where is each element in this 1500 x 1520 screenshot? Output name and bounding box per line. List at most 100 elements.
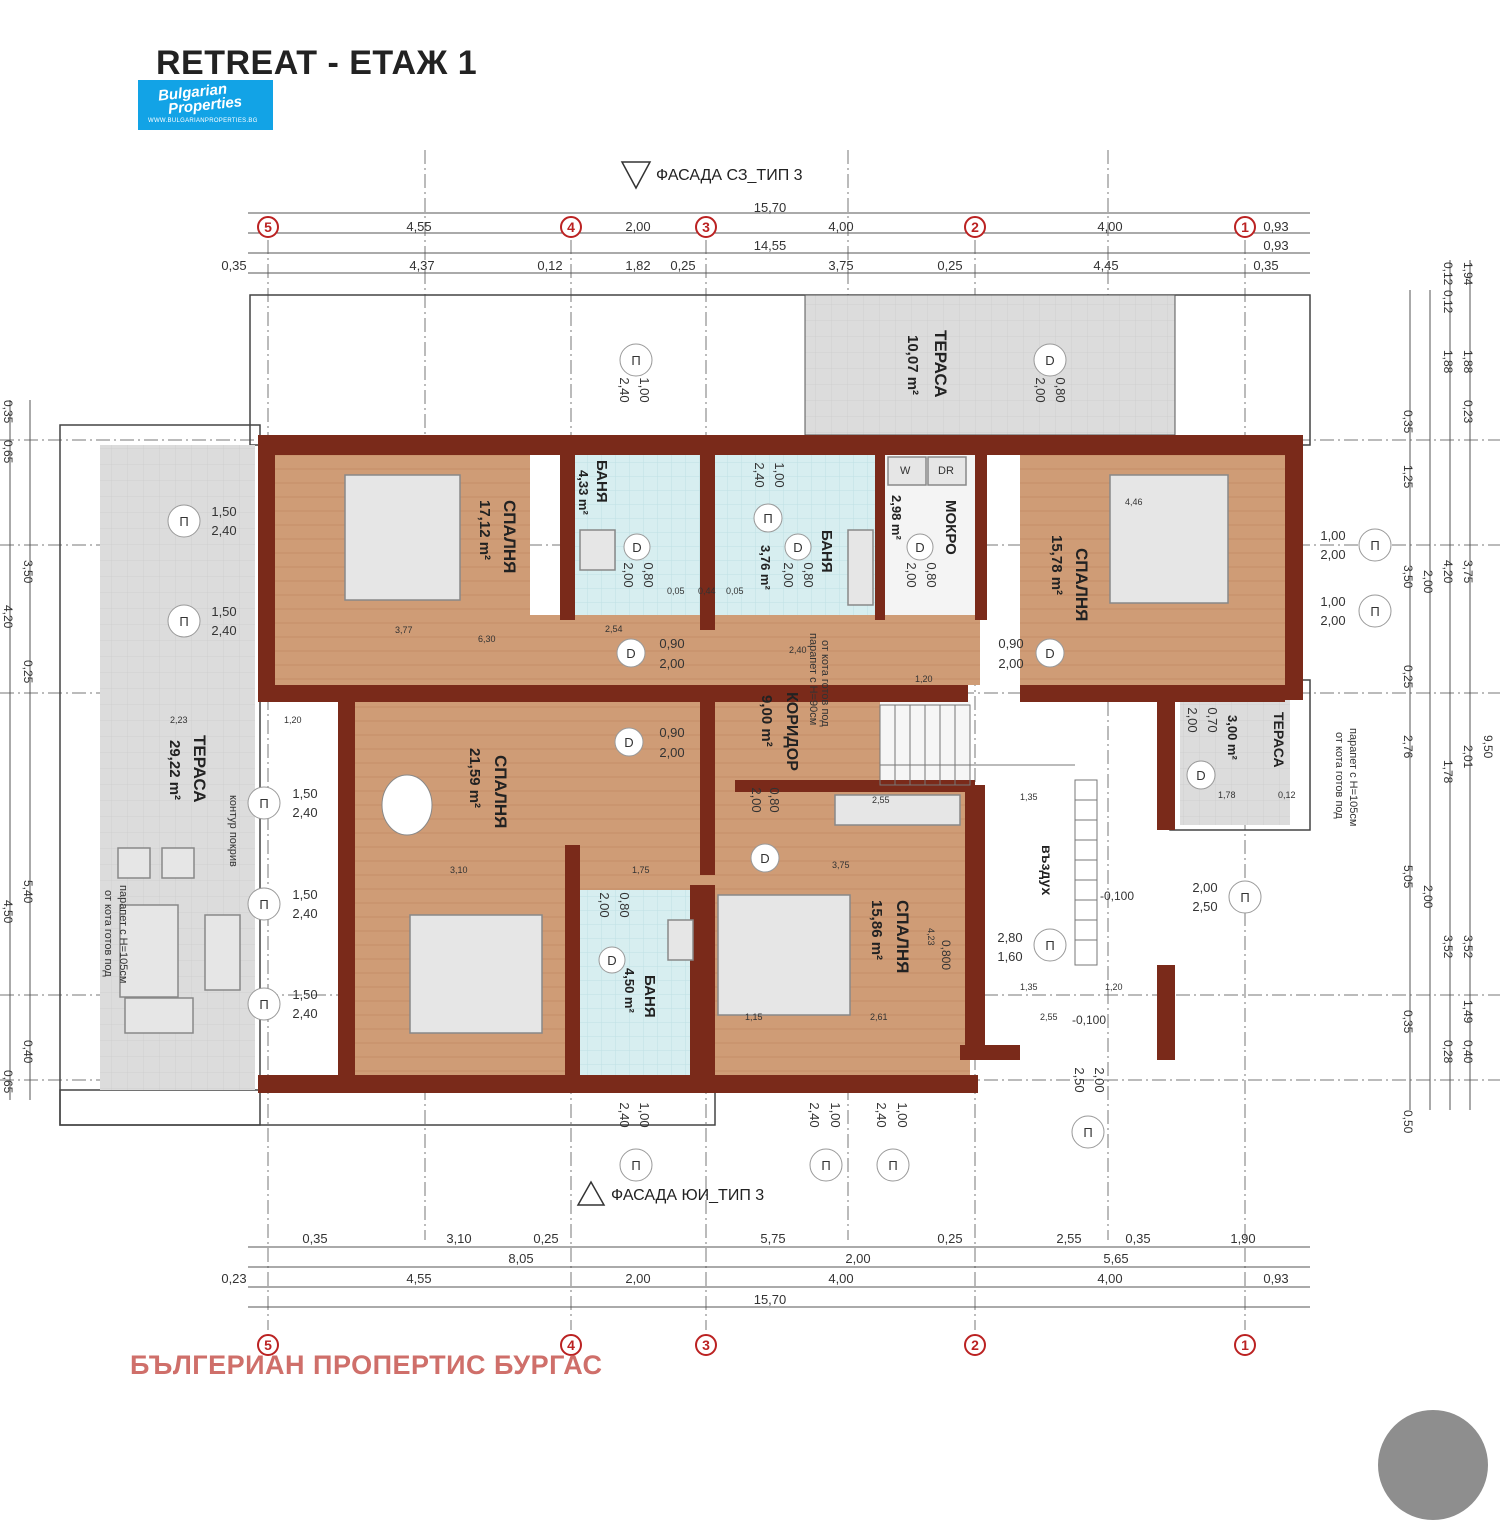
window-marker-2: П1,502,40 [167, 604, 237, 638]
window-marker-6: П1,002,00 [1320, 528, 1392, 562]
staircase [879, 704, 1098, 966]
dim-l8: 0,40 [21, 1040, 35, 1064]
misc-dim-15: 1,35 [1020, 792, 1038, 802]
svg-text:1,50: 1,50 [211, 604, 236, 619]
svg-text:П: П [1370, 538, 1379, 553]
svg-text:2,40: 2,40 [211, 523, 236, 538]
dim-bot-3: 0,25 [533, 1231, 558, 1246]
room-area-bedroom-2: 15,78 m² [1048, 535, 1065, 595]
svg-text:2,50: 2,50 [1192, 899, 1217, 914]
footer-brand: БЪЛГЕРИАН ПРОПЕРТИС БУРГАС [130, 1350, 603, 1380]
svg-text:2,00: 2,00 [597, 892, 612, 917]
misc-dim-1: 0,05 [667, 586, 685, 596]
bottom-dimensions: 0,35 3,10 0,25 5,75 0,25 2,55 0,35 1,90 … [221, 1231, 1288, 1307]
dim-l9: 0,65 [1, 1070, 15, 1094]
dim-l5: 0,25 [21, 660, 35, 684]
svg-text:3: 3 [702, 1337, 710, 1353]
room-label-terrace-right: ТЕРАСА [1271, 712, 1287, 768]
svg-text:П: П [888, 1158, 897, 1173]
room-area-terrace-right: 3,00 m² [1225, 715, 1240, 760]
svg-text:D: D [607, 953, 616, 968]
svg-text:2: 2 [971, 219, 979, 235]
room-area-bedroom-3: 21,59 m² [466, 748, 483, 808]
room-label-bedroom-2: СПАЛНЯ [1072, 548, 1091, 621]
room-area-laundry: 2,98 m² [889, 495, 904, 540]
dim-bot-16: 4,00 [1097, 1271, 1122, 1286]
room-area-terrace-top: 10,07 m² [904, 335, 921, 395]
dim-bot-1: 0,35 [302, 1231, 327, 1246]
dim-top-10: 0,12 [537, 258, 562, 273]
svg-text:1,00: 1,00 [828, 1102, 843, 1127]
note-parapet105b-right: от кота готов под [1333, 732, 1345, 819]
dim-r13: 1,88 [1441, 350, 1455, 374]
svg-text:2,40: 2,40 [874, 1102, 889, 1127]
facade-bottom-marker [576, 1180, 606, 1206]
room-label-laundry: МОКРО [942, 500, 959, 555]
axis-bubble-4-top: 4 [560, 216, 582, 238]
dim-r8: 0,50 [1401, 1110, 1415, 1134]
axis-bubble-5-bot: 5 [257, 1334, 279, 1356]
bed-3 [409, 914, 543, 1034]
left-dimensions: 0,35 0,65 3,50 4,20 0,25 5,40 4,50 0,40 … [1, 400, 35, 1094]
top-dimensions: 15,70 4,55 2,00 4,00 4,00 0,93 14,55 0,9… [221, 200, 1288, 273]
svg-text:1,00: 1,00 [772, 462, 787, 487]
room-label-bedroom-4: СПАЛНЯ [893, 900, 912, 973]
bath3-sink [667, 919, 694, 961]
room-area-terrace-left: 29,22 m² [166, 740, 183, 800]
svg-text:П: П [259, 897, 268, 912]
svg-text:П: П [1045, 938, 1054, 953]
axis-bubble-1-top: 1 [1234, 216, 1256, 238]
svg-text:2,40: 2,40 [211, 623, 236, 638]
room-label-terrace-left: ТЕРАСА [190, 735, 209, 803]
dim-r5: 2,76 [1401, 735, 1415, 759]
svg-text:П: П [259, 997, 268, 1012]
dim-bot-6: 2,55 [1056, 1231, 1081, 1246]
svg-text:1,00: 1,00 [1320, 594, 1345, 609]
door-marker-4: D0,802,00 [621, 533, 656, 588]
svg-text:0,90: 0,90 [659, 636, 684, 651]
dim-r11: 0,12 [1441, 262, 1455, 286]
svg-text:0,90: 0,90 [659, 725, 684, 740]
room-label-bath-2: БАНЯ [818, 530, 835, 573]
svg-text:1,00: 1,00 [895, 1102, 910, 1127]
misc-dim-24: 0,800 [939, 940, 953, 970]
page-title: RETREAT - ЕТАЖ 1 [156, 44, 478, 82]
svg-text:5: 5 [264, 219, 272, 235]
window-marker-11: П1,002,40 [807, 1102, 843, 1182]
hall-floor-top [530, 615, 980, 685]
dim-top-14: 0,25 [937, 258, 962, 273]
misc-dim-19: -0,100 [1072, 1013, 1106, 1027]
dim-r22: 2,01 [1461, 745, 1475, 769]
window-marker-15: П1,002,40 [752, 462, 787, 533]
logo-url: WWW.BULGARIANPROPERTIES.BG [148, 118, 258, 124]
axis-bubble-2-bot: 2 [964, 1334, 986, 1356]
terrace-right [1180, 695, 1290, 825]
corner-button[interactable] [1378, 1410, 1488, 1520]
dim-bot-13: 4,55 [406, 1271, 431, 1286]
dim-bot-2: 3,10 [446, 1231, 471, 1246]
dim-r16: 3,52 [1441, 935, 1455, 959]
window-marker-8: П2,002,50 [1192, 880, 1262, 914]
misc-dim-16: 1,35 [1020, 982, 1038, 992]
dim-top-11: 1,82 [625, 258, 650, 273]
svg-text:1: 1 [1241, 219, 1249, 235]
svg-text:D: D [626, 646, 635, 661]
misc-dimensions: 0,05 0,44 0,05 3,77 6,30 2,54 2,40 1,20 … [170, 497, 1296, 1027]
svg-text:П: П [1370, 604, 1379, 619]
svg-text:2,40: 2,40 [292, 906, 317, 921]
svg-text:2,40: 2,40 [807, 1102, 822, 1127]
svg-text:1,60: 1,60 [997, 949, 1022, 964]
furniture [117, 456, 1229, 1034]
svg-text:1,50: 1,50 [211, 504, 236, 519]
svg-text:2,00: 2,00 [781, 562, 796, 587]
dim-top-13: 3,75 [828, 258, 853, 273]
svg-text:D: D [624, 735, 633, 750]
misc-dim-20: -0,100 [1100, 889, 1134, 903]
dim-top-6: 14,55 [754, 238, 787, 253]
dim-bot-4: 5,75 [760, 1231, 785, 1246]
svg-text:2,00: 2,00 [1320, 613, 1345, 628]
svg-text:2,00: 2,00 [1320, 547, 1345, 562]
dim-r18: 1,94 [1461, 262, 1475, 286]
dim-bot-7: 0,35 [1125, 1231, 1150, 1246]
window-marker-7: П 1,00 2,00 [1320, 594, 1392, 628]
